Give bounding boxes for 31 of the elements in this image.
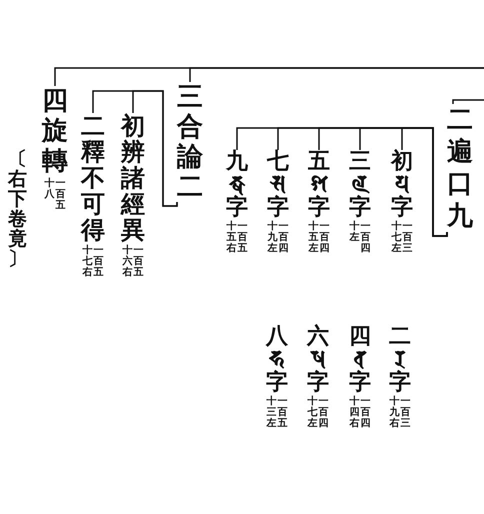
page-reference: 一百四十九左 [267, 221, 289, 254]
connector-line [92, 90, 178, 207]
item-text: 五𑖫字 [308, 150, 330, 219]
item-text: 九𑖎𑖿𑖬字 [226, 150, 248, 219]
page-reference: 一百四十左 [349, 221, 371, 254]
item-text: 初辨諸經異 [121, 113, 145, 243]
page-reference: 一百三十九右 [389, 396, 411, 429]
item-text: 二釋不可得 [81, 113, 105, 243]
page-reference: 一百五十五右 [226, 221, 248, 254]
item-text: 七𑖭字 [267, 150, 289, 219]
item-text: 八𑖮字 [266, 325, 288, 394]
page-reference: 一百五十七右 [82, 245, 104, 278]
page-reference: 一百四十七左 [307, 396, 329, 429]
note-text: 〔右下卷竟〕 [8, 150, 27, 270]
page-reference: 一百五十八 [44, 178, 66, 211]
item-text: 二𑖨字 [389, 325, 411, 394]
page-reference: 一百五十六右 [122, 245, 144, 278]
item-text: 四旋轉 [42, 86, 68, 176]
heading-text: 三合論二 [177, 82, 203, 202]
connector-line [236, 127, 448, 237]
connector-line [189, 67, 484, 82]
item-text: 三𑖩字 [349, 150, 371, 219]
heading-text: 二遍口九 [447, 104, 473, 232]
page-reference: 一百五十三左 [266, 396, 288, 429]
page-reference: 一百三十七左 [391, 221, 413, 254]
item-text: 初𑖧字 [391, 150, 413, 219]
page-reference: 一百四十四右 [349, 396, 371, 429]
connector-line [452, 99, 484, 104]
item-text: 六𑖬字 [307, 325, 329, 394]
item-text: 四𑖪字 [349, 325, 371, 394]
page-reference: 一百四十五左 [308, 221, 330, 254]
